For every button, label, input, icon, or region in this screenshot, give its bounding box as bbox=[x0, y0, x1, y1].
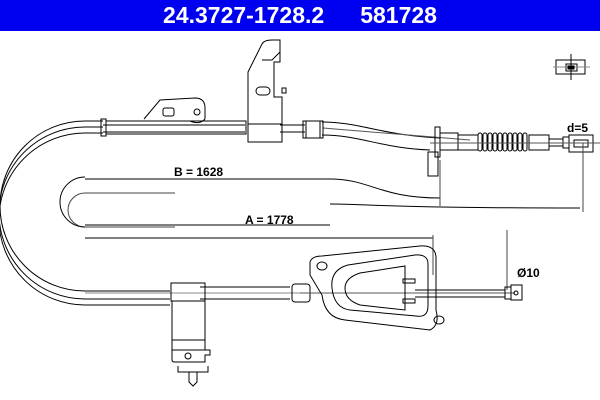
part-number: 24.3727-1728.2 bbox=[163, 2, 325, 28]
dimension-b bbox=[59, 143, 584, 228]
lower-clip-bracket bbox=[170, 282, 211, 387]
lower-mounting-plate bbox=[309, 245, 445, 331]
reference-number: 581728 bbox=[360, 2, 437, 28]
dimension-b-label: B = 1628 bbox=[174, 165, 224, 179]
grip-sleeve bbox=[302, 120, 324, 139]
cable-drawing bbox=[0, 39, 600, 387]
title-bar: 24.3727-1728.2 581728 bbox=[0, 0, 600, 31]
eye-diameter-label: Ø10 bbox=[517, 266, 540, 280]
lower-cable bbox=[85, 283, 515, 303]
dimension-a-label: A = 1778 bbox=[245, 213, 294, 227]
eye-end-fitting bbox=[504, 284, 523, 301]
upper-cable bbox=[103, 121, 471, 151]
cable-outer-sheath bbox=[0, 120, 170, 306]
vertical-bracket bbox=[247, 39, 287, 143]
upper-end-fitting bbox=[427, 126, 600, 177]
dimension-a bbox=[85, 230, 508, 290]
end-diameter-label: d=5 bbox=[567, 121, 589, 135]
mounting-plate bbox=[143, 97, 206, 120]
nipple-end-symbol-icon bbox=[553, 54, 590, 80]
